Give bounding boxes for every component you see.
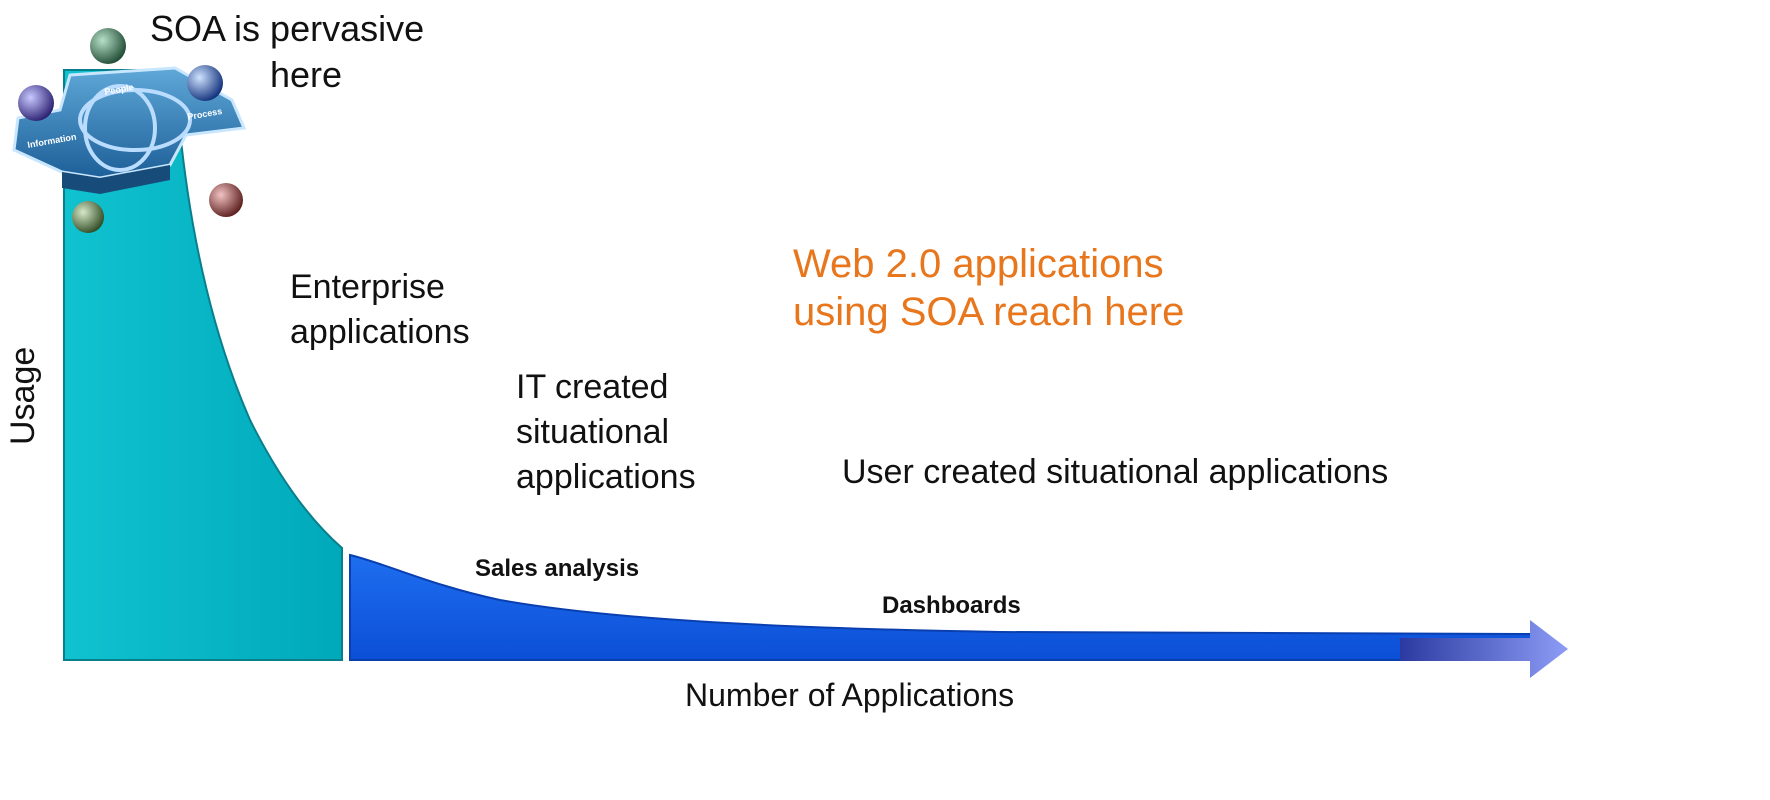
- enterprise-line-1: Enterprise: [290, 268, 445, 306]
- enterprise-area: [63, 69, 343, 661]
- soa-pervasive-title: SOA is pervasive here: [150, 6, 424, 98]
- enterprise-label: Enterprise applications: [290, 265, 470, 355]
- it-created-line-3: applications: [516, 458, 696, 496]
- it-created-line-2: situational: [516, 413, 670, 451]
- sales-analysis-label: Sales analysis: [475, 555, 640, 582]
- soa-title-line-1: SOA is pervasive: [150, 8, 425, 49]
- y-axis-label: Usage: [4, 346, 42, 445]
- x-axis-label: Number of Applications: [685, 677, 1015, 713]
- enterprise-line-2: applications: [290, 313, 470, 351]
- web20-line-1: Web 2.0 applications: [793, 242, 1164, 286]
- it-created-label: IT created situational applications: [516, 365, 696, 500]
- x-axis-arrow: [1400, 620, 1568, 678]
- soa-logo-icon: People Process Information: [12, 28, 247, 233]
- long-tail-area: [349, 553, 1541, 661]
- web20-label: Web 2.0 applications using SOA reach her…: [793, 240, 1184, 336]
- it-created-line-1: IT created: [516, 368, 669, 406]
- web20-line-2: using SOA reach here: [793, 290, 1185, 334]
- dashboards-label: Dashboards: [882, 592, 1021, 619]
- soa-title-line-2: here: [270, 54, 343, 95]
- user-created-label: User created situational applications: [842, 453, 1389, 491]
